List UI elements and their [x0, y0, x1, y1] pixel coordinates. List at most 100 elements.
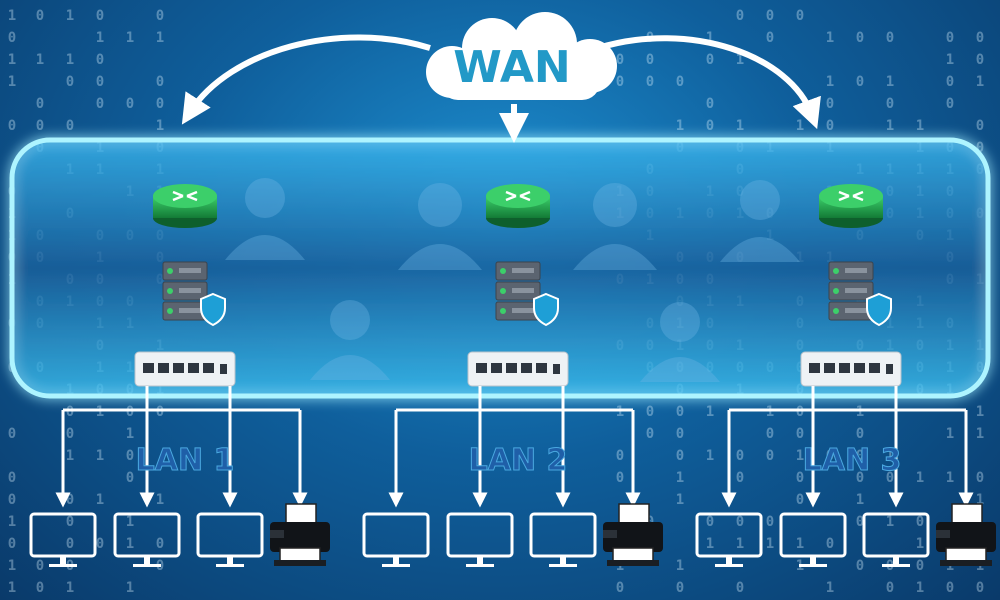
- binary-digit: 1: [946, 426, 954, 442]
- binary-digit: 1: [946, 470, 954, 486]
- binary-digit: 0: [66, 404, 74, 420]
- binary-digit: 0: [126, 448, 134, 464]
- binary-digit: 1: [8, 52, 16, 68]
- binary-digit: 1: [976, 426, 984, 442]
- binary-digit: 0: [976, 140, 984, 156]
- binary-digit: 1: [66, 448, 74, 464]
- binary-digit: 0: [126, 470, 134, 486]
- binary-digit: 1: [66, 580, 74, 596]
- binary-digit: 0: [66, 118, 74, 134]
- binary-digit: 1: [126, 536, 134, 552]
- binary-digit: 0: [856, 558, 864, 574]
- server-icon: [162, 261, 208, 321]
- binary-digit: 0: [156, 404, 164, 420]
- binary-digit: 1: [126, 514, 134, 530]
- printer-icon: [603, 503, 663, 566]
- binary-digit: 0: [796, 470, 804, 486]
- lan-link-lines: [721, 386, 974, 508]
- binary-digit: 0: [766, 448, 774, 464]
- lan-2-label: LAN 2: [469, 443, 568, 478]
- monitor-icon: [779, 512, 847, 567]
- binary-digit: 1: [916, 580, 924, 596]
- binary-digit: 1: [676, 558, 684, 574]
- binary-digit: 0: [766, 8, 774, 24]
- binary-digit: 1: [976, 404, 984, 420]
- monitor-icon: [446, 512, 514, 567]
- binary-digit: 0: [856, 74, 864, 90]
- binary-digit: 1: [826, 30, 834, 46]
- wan-arrow-left: [181, 34, 431, 125]
- binary-digit: 0: [976, 470, 984, 486]
- server-icon: [495, 261, 541, 321]
- binary-digit: 1: [766, 404, 774, 420]
- binary-digit: 1: [96, 448, 104, 464]
- binary-digit: 0: [8, 492, 16, 508]
- binary-digit: 1: [156, 118, 164, 134]
- binary-digit: 0: [736, 470, 744, 486]
- binary-digit: 0: [96, 8, 104, 24]
- binary-digit: 0: [36, 8, 44, 24]
- binary-digit: 0: [766, 426, 774, 442]
- monitor-icon: [362, 512, 430, 567]
- binary-digit: 0: [796, 404, 804, 420]
- binary-digit: 1: [96, 30, 104, 46]
- binary-digit: 0: [8, 118, 16, 134]
- network-switch-icon: [467, 351, 569, 387]
- binary-digit: 0: [946, 96, 954, 112]
- binary-digit: 1: [946, 52, 954, 68]
- binary-digit: 0: [646, 426, 654, 442]
- binary-digit: 0: [156, 74, 164, 90]
- binary-digit: 0: [736, 448, 744, 464]
- binary-digit: 0: [156, 536, 164, 552]
- binary-digit: 1: [796, 448, 804, 464]
- binary-digit: 1: [676, 470, 684, 486]
- binary-digit: 0: [976, 118, 984, 134]
- binary-digit: 1: [916, 470, 924, 486]
- binary-digit: 0: [856, 470, 864, 486]
- lan-link-lines: [55, 386, 308, 508]
- binary-digit: 1: [736, 52, 744, 68]
- binary-digit: 0: [66, 492, 74, 508]
- binary-digit: 0: [8, 536, 16, 552]
- router-icon: [486, 184, 550, 228]
- binary-digit: 0: [36, 118, 44, 134]
- binary-digit: 0: [8, 30, 16, 46]
- binary-digit: 0: [856, 426, 864, 442]
- network-switch-icon: [800, 351, 902, 387]
- binary-digit: 0: [96, 74, 104, 90]
- binary-digit: 1: [886, 448, 894, 464]
- binary-digit: 0: [646, 404, 654, 420]
- binary-digit: 0: [916, 514, 924, 530]
- binary-digit: 0: [886, 30, 894, 46]
- monitor-icon: [113, 512, 181, 567]
- binary-digit: 1: [706, 536, 714, 552]
- binary-digit: 0: [126, 96, 134, 112]
- monitor-icon: [862, 512, 930, 567]
- printer-icon: [270, 503, 330, 566]
- binary-digit: 0: [976, 52, 984, 68]
- wan-cloud: WAN: [426, 12, 617, 100]
- lan-1-group: [29, 184, 330, 567]
- binary-digit: 1: [156, 492, 164, 508]
- binary-digit: 0: [886, 580, 894, 596]
- binary-digit: 0: [66, 74, 74, 90]
- binary-digit: 1: [796, 536, 804, 552]
- binary-digit: 0: [946, 74, 954, 90]
- binary-digit: 0: [616, 470, 624, 486]
- server-icon: [828, 261, 874, 321]
- binary-digit: 1: [676, 118, 684, 134]
- binary-digit: 1: [916, 118, 924, 134]
- binary-digit: 1: [36, 52, 44, 68]
- binary-digit: 1: [706, 448, 714, 464]
- binary-digit: 0: [946, 580, 954, 596]
- binary-digit: 0: [886, 96, 894, 112]
- binary-digit: 0: [66, 426, 74, 442]
- binary-digit: 0: [826, 448, 834, 464]
- lan-3-group: [695, 184, 996, 567]
- binary-digit: 0: [156, 96, 164, 112]
- binary-digit: 1: [916, 536, 924, 552]
- monitor-icon: [695, 512, 763, 567]
- binary-digit: 0: [856, 514, 864, 530]
- binary-digit: 1: [126, 426, 134, 442]
- binary-digit: 0: [36, 558, 44, 574]
